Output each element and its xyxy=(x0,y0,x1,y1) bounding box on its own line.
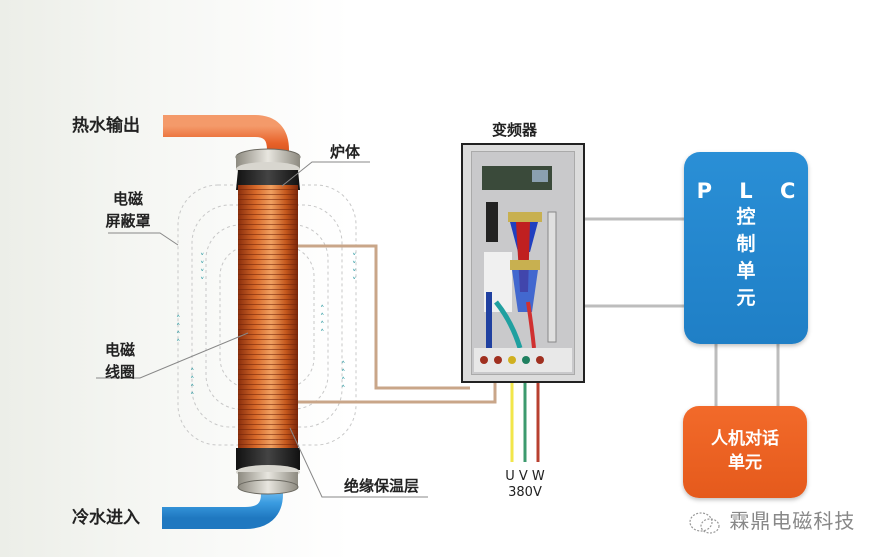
watermark: 霖鼎电磁科技 xyxy=(688,505,855,535)
svg-text:˅: ˅ xyxy=(200,253,205,263)
three-phase-wires xyxy=(510,381,540,462)
svg-text:˄: ˄ xyxy=(320,321,325,331)
em-shield-label-line1: 电磁 xyxy=(112,190,143,208)
field-arrows: ˅˅˅˅ ˅˅˅˅ ˄˄˄˄ ˄˄˄˄ ˄˄˄˄ ˄˄˄˄ xyxy=(176,253,357,402)
plc-title: P L C xyxy=(696,179,806,203)
inverter-label: 变频器 xyxy=(492,121,538,139)
svg-text:˅: ˅ xyxy=(352,269,357,279)
svg-text:˅: ˅ xyxy=(352,253,357,263)
hmi-text-2: 单元 xyxy=(728,453,762,473)
svg-text:˅: ˅ xyxy=(352,277,357,287)
wechat-icon xyxy=(689,511,720,534)
svg-text:˅: ˅ xyxy=(200,261,205,271)
svg-text:˅: ˅ xyxy=(200,269,205,279)
plc-control-unit: P L C 控 制 单 元 xyxy=(684,152,808,344)
svg-text:˄: ˄ xyxy=(176,323,181,333)
cold-water-in-label: 冷水进入 xyxy=(72,508,140,528)
inverter-interior xyxy=(471,151,575,375)
inverter-components-icon xyxy=(474,166,572,372)
svg-text:˄: ˄ xyxy=(176,331,181,341)
furnace-body-label: 炉体 xyxy=(330,143,361,161)
svg-text:˄: ˄ xyxy=(320,305,325,315)
svg-text:˄: ˄ xyxy=(190,392,195,402)
svg-text:˄: ˄ xyxy=(320,329,325,339)
em-shield-label-line2: 屏蔽罩 xyxy=(105,212,151,230)
insulation-layer-label: 绝缘保温层 xyxy=(344,477,420,495)
svg-text:˄: ˄ xyxy=(341,377,346,387)
coil-assembly xyxy=(235,148,301,495)
watermark-text: 霖鼎电磁科技 xyxy=(729,509,856,533)
plc-to-hmi-wires xyxy=(714,344,780,406)
svg-text:˄: ˄ xyxy=(341,361,346,371)
svg-text:˄: ˄ xyxy=(176,339,181,349)
svg-text:˄: ˄ xyxy=(341,385,346,395)
svg-text:˄: ˄ xyxy=(190,368,195,378)
hmi-unit: 人机对话 单元 xyxy=(683,406,807,498)
svg-text:˄: ˄ xyxy=(190,384,195,394)
plc-text-3: 制 xyxy=(736,233,756,255)
plc-text-2: 控 xyxy=(736,206,756,228)
em-coil-label-line1: 电磁 xyxy=(104,341,135,359)
svg-text:˄: ˄ xyxy=(341,369,346,379)
inverter-to-plc-wires xyxy=(583,217,684,308)
voltage-label: 380V xyxy=(508,485,542,500)
inverter-cabinet xyxy=(461,143,585,383)
svg-text:˄: ˄ xyxy=(190,376,195,386)
hot-water-out-label: 热水输出 xyxy=(72,116,140,136)
hmi-text-1: 人机对话 xyxy=(711,429,779,449)
plc-text-5: 元 xyxy=(736,287,756,309)
coil-to-inverter-wires xyxy=(298,244,497,404)
svg-text:˅: ˅ xyxy=(352,261,357,271)
plc-text-4: 单 xyxy=(736,260,756,282)
em-coil-label-line2: 线圈 xyxy=(104,363,135,381)
svg-text:˄: ˄ xyxy=(320,313,325,323)
leader-lines xyxy=(96,161,428,498)
svg-text:˄: ˄ xyxy=(176,315,181,325)
svg-text:˅: ˅ xyxy=(200,277,205,287)
phase-label: U V W xyxy=(505,469,545,484)
